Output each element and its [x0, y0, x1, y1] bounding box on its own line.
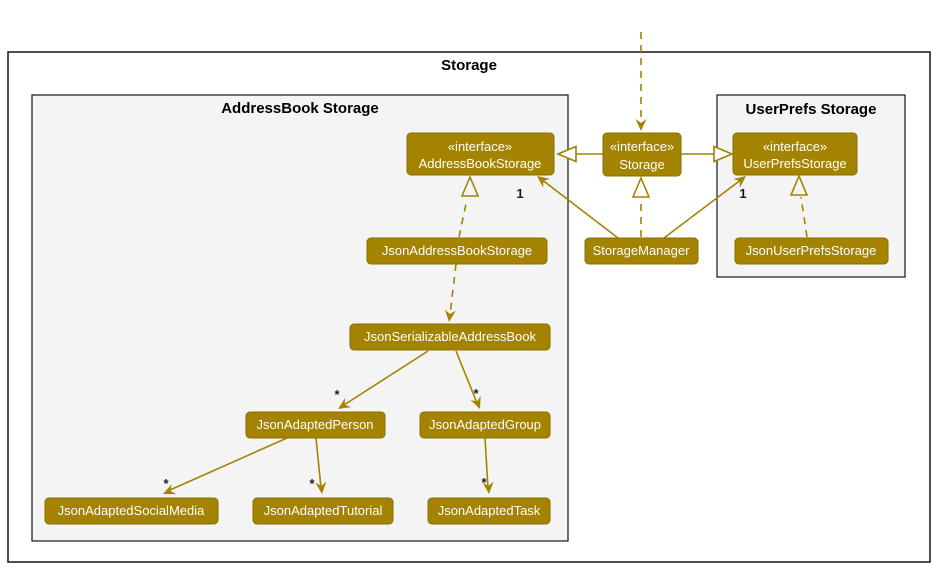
multiplicity-label: * [163, 476, 169, 491]
class-name-label: JsonUserPrefsStorage [746, 243, 877, 258]
class-name-label: UserPrefsStorage [743, 156, 846, 171]
class-box [366, 237, 548, 265]
incoming-dependency-arrow [635, 32, 647, 131]
class-box [734, 237, 889, 265]
class-box [252, 497, 394, 525]
jsonadaptedperson-to-jsonadaptedtutorial-arrow: * [309, 437, 327, 494]
class-jsonadaptedperson: JsonAdaptedPerson [245, 411, 386, 439]
jsonadaptedperson-to-jsonadaptedsocialmedia-arrow: * [163, 437, 288, 495]
class-userprefsstorage-interface: «interface» UserPrefsStorage [732, 132, 858, 176]
storagemanager-to-userprefsstorage-arrow: 1 [663, 176, 747, 239]
class-storagemanager: StorageManager [584, 237, 699, 265]
arrowhead-icon [470, 395, 481, 409]
jsonserializableaddressbook-to-jsonadaptedgroup-arrow: * [455, 350, 481, 409]
class-name-label: JsonAdaptedSocialMedia [58, 503, 205, 518]
jsonaddressbookstorage-to-jsonserializableaddressbook-arrow [444, 263, 457, 322]
storage-extends-addressbookstorage-arrow [555, 145, 603, 163]
arrowhead-icon [537, 176, 550, 188]
class-name-label: AddressBookStorage [419, 156, 542, 171]
jsonadaptedgroup-to-jsonadaptedtask-arrow: * [481, 437, 494, 494]
addressbook-storage-frame-title: AddressBook Storage [221, 100, 379, 117]
class-jsonadaptedtutorial: JsonAdaptedTutorial [252, 497, 394, 525]
storagemanager-implements-storage-arrow [631, 175, 651, 237]
class-addressbookstorage-interface: «interface» AddressBookStorage [406, 132, 555, 176]
arrowhead-icon [315, 481, 327, 494]
hollow-triangle-icon [555, 145, 577, 163]
hollow-triangle-icon [713, 145, 735, 163]
class-box [732, 132, 858, 176]
class-name-label: JsonAdaptedGroup [429, 417, 541, 432]
storage-extends-userprefsstorage-arrow [680, 145, 735, 163]
arrowhead-icon [482, 481, 494, 494]
arrowhead-icon [635, 119, 647, 131]
class-box [427, 497, 551, 525]
class-name-label: JsonAdaptedTutorial [264, 503, 383, 518]
storage-frame-title: Storage [441, 57, 497, 74]
class-box [349, 323, 551, 351]
class-name-label: StorageManager [593, 243, 691, 258]
class-name-label: JsonSerializableAddressBook [364, 329, 536, 344]
hollow-triangle-icon [460, 174, 480, 197]
arrowhead-icon [338, 397, 352, 409]
class-storage-interface: «interface» Storage [602, 132, 682, 177]
class-box [44, 497, 219, 525]
class-jsonaddressbookstorage: JsonAddressBookStorage [366, 237, 548, 265]
stereotype-label: «interface» [763, 139, 827, 154]
class-box [584, 237, 699, 265]
class-name-label: JsonAddressBookStorage [382, 243, 532, 258]
class-jsonserializableaddressbook: JsonSerializableAddressBook [349, 323, 551, 351]
class-name-label: JsonAdaptedTask [438, 503, 541, 518]
class-jsonadaptedgroup: JsonAdaptedGroup [419, 411, 551, 439]
arrowhead-icon [163, 484, 177, 495]
arrowhead-icon [444, 309, 456, 322]
class-name-label: JsonAdaptedPerson [256, 417, 373, 432]
class-box [602, 132, 682, 177]
hollow-triangle-icon [789, 173, 809, 196]
multiplicity-label: 1 [516, 186, 523, 201]
jsonuserprefsstorage-implements-userprefsstorage-arrow [789, 173, 809, 238]
jsonserializableaddressbook-to-jsonadaptedperson-arrow: * [334, 350, 429, 409]
multiplicity-label: * [481, 475, 487, 490]
storagemanager-to-addressbookstorage-arrow: 1 [516, 176, 619, 239]
multiplicity-label: * [309, 476, 315, 491]
multiplicity-label: * [334, 387, 340, 402]
jsonaddressbookstorage-implements-addressbookstorage-arrow [458, 174, 480, 238]
stereotype-label: «interface» [448, 139, 512, 154]
class-box [245, 411, 386, 439]
multiplicity-label: 1 [739, 186, 746, 201]
class-jsonadaptedtask: JsonAdaptedTask [427, 497, 551, 525]
arrowhead-icon [733, 176, 746, 188]
class-jsonadaptedsocialmedia: JsonAdaptedSocialMedia [44, 497, 219, 525]
multiplicity-label: * [473, 386, 479, 401]
userprefs-storage-frame-title: UserPrefs Storage [746, 101, 877, 118]
class-box [406, 132, 555, 176]
relationships: 1 1 * * * [163, 32, 809, 495]
class-name-label: Storage [619, 157, 665, 172]
class-box [419, 411, 551, 439]
hollow-triangle-icon [631, 175, 651, 198]
stereotype-label: «interface» [610, 139, 674, 154]
class-jsonuserprefsstorage: JsonUserPrefsStorage [734, 237, 889, 265]
